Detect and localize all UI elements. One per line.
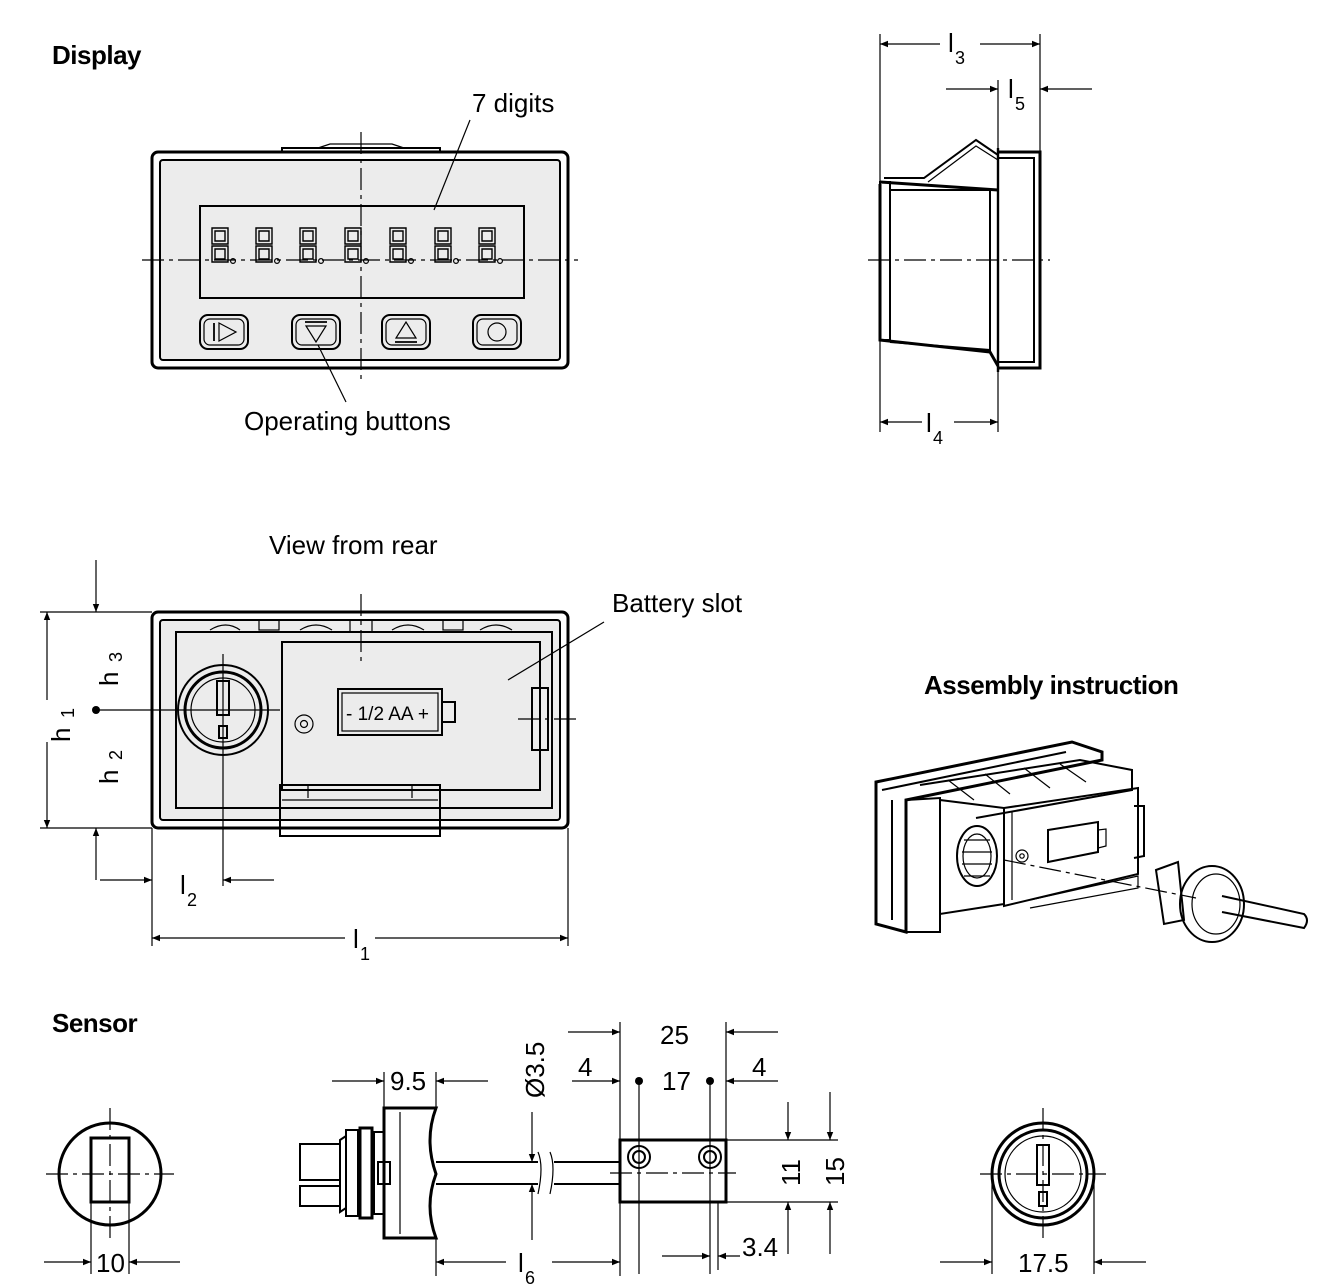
- svg-text:3.4: 3.4: [742, 1232, 778, 1262]
- section-title-assembly: Assembly instruction: [924, 670, 1178, 700]
- svg-text:h: h: [94, 770, 124, 784]
- display-front-view: [142, 132, 578, 380]
- display-side-view: [868, 138, 1050, 372]
- battery-label: - 1/2 AA +: [346, 704, 429, 725]
- svg-text:h: h: [46, 728, 76, 742]
- svg-text:l: l: [518, 1248, 524, 1278]
- svg-text:h: h: [94, 672, 124, 686]
- svg-text:l: l: [353, 924, 359, 954]
- svg-text:17.5: 17.5: [1018, 1248, 1069, 1278]
- dimension-l2: l 2: [100, 828, 274, 946]
- svg-text:1: 1: [360, 944, 370, 964]
- svg-text:1: 1: [58, 708, 78, 718]
- display-rear-view: - 1/2 AA +: [98, 594, 578, 886]
- svg-text:10: 10: [96, 1248, 125, 1278]
- sensor-front-view: 10: [44, 1108, 180, 1278]
- svg-text:l: l: [948, 28, 954, 58]
- svg-text:3: 3: [106, 652, 126, 662]
- section-title-sensor: Sensor: [52, 1008, 138, 1038]
- svg-text:2: 2: [187, 890, 197, 910]
- svg-text:9.5: 9.5: [390, 1066, 426, 1096]
- dimension-l5: l 5: [946, 74, 1092, 150]
- callout-battery-slot: Battery slot: [612, 588, 743, 618]
- svg-text:l: l: [1008, 74, 1014, 104]
- dimension-h1-h2-h3: h 1 h 3 h 2: [40, 560, 152, 880]
- svg-text:25: 25: [660, 1020, 689, 1050]
- callout-digits: 7 digits: [472, 88, 554, 118]
- sensor-side-view: [299, 1106, 736, 1240]
- svg-text:11: 11: [776, 1159, 806, 1186]
- assembly-illustration: [874, 740, 1308, 943]
- dimension-l1: l 1: [152, 828, 569, 964]
- svg-text:4: 4: [752, 1052, 766, 1082]
- svg-text:3: 3: [955, 48, 965, 68]
- next-button-icon[interactable]: [199, 314, 249, 350]
- down-button-icon[interactable]: [291, 314, 341, 350]
- sensor-dimensions: 25 9.5 Ø3.5 4 17 4 11 15: [332, 1020, 850, 1288]
- svg-text:Ø3.5: Ø3.5: [520, 1042, 550, 1098]
- sensor-rear-view: 17.5: [940, 1108, 1146, 1278]
- section-title-rear-view: View from rear: [269, 530, 438, 560]
- svg-text:l: l: [926, 408, 932, 438]
- circle-button-icon[interactable]: [472, 314, 522, 350]
- dimension-l3: l 3: [879, 28, 1041, 182]
- svg-text:6: 6: [525, 1268, 535, 1288]
- svg-text:5: 5: [1015, 94, 1025, 114]
- svg-text:4: 4: [933, 428, 943, 448]
- svg-text:l: l: [180, 870, 186, 900]
- callout-operating-buttons: Operating buttons: [244, 406, 451, 436]
- up-button-icon[interactable]: [381, 314, 431, 350]
- dimension-l4: l 4: [879, 340, 999, 448]
- svg-text:15: 15: [820, 1157, 850, 1186]
- svg-text:17: 17: [662, 1066, 691, 1096]
- section-title-display: Display: [52, 40, 142, 70]
- svg-text:4: 4: [578, 1052, 592, 1082]
- battery-cover: - 1/2 AA +: [279, 641, 549, 837]
- svg-text:2: 2: [106, 750, 126, 760]
